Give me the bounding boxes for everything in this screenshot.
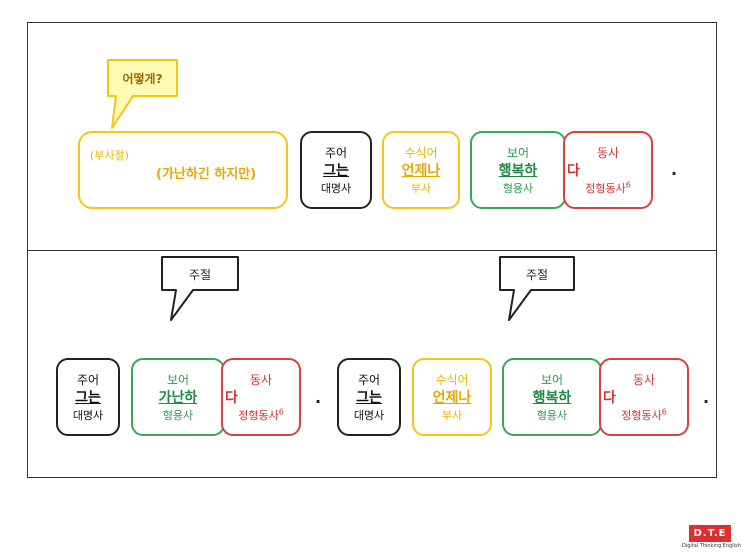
complement-word: 행복하 [532,390,572,406]
subject-word: 그는 [323,163,349,179]
verb-pos: 정형동사6 [238,407,284,422]
bottom-left-complement-box: 보어 가난하 형용사 [131,358,225,436]
callout-how-label: 어떻게? [122,72,163,86]
bottom-left-verb-box: 동사 다 정형동사6 [221,358,301,436]
subject-role: 주어 [357,373,381,387]
verb-word: 다 [603,390,616,406]
subject-pos: 대명사 [320,182,352,195]
subject-role: 주어 [76,373,100,387]
complement-pos: 형용사 [162,409,194,422]
adverbial-clause-tag: (부사절) [90,149,129,162]
verb-pos: 정형동사6 [621,407,667,422]
top-verb-box: 동사 다 정형동사6 [563,131,653,209]
verb-word: 다 [567,163,580,179]
bottom-left-period: . [315,388,322,407]
subject-pos: 대명사 [72,409,104,422]
modifier-role: 수식어 [435,373,469,387]
subject-word: 그는 [75,390,101,406]
bottom-panel [27,250,717,478]
bottom-right-complement-box: 보어 행복하 형용사 [502,358,602,436]
verb-pos: 정형동사6 [585,180,631,195]
modifier-pos: 부사 [410,182,432,195]
subject-pos: 대명사 [353,409,385,422]
top-complement-box: 보어 행복하 형용사 [470,131,566,209]
complement-role: 보어 [540,373,564,387]
logo-subtitle: Digital Thinking English [682,543,741,549]
modifier-role: 수식어 [404,146,438,160]
bottom-right-modifier-box: 수식어 언제나 부사 [412,358,492,436]
logo-mark: D.T.E [689,525,731,542]
verb-word: 다 [225,390,238,406]
callout-main-clause-right-bubble [499,256,575,321]
complement-word: 행복하 [498,163,538,179]
modifier-word: 언제나 [432,390,472,406]
complement-pos: 형용사 [536,409,568,422]
complement-role: 보어 [166,373,190,387]
complement-pos: 형용사 [502,182,534,195]
callout-main-clause-left-bubble [161,256,239,321]
verb-role: 동사 [632,373,656,387]
verb-role: 동사 [249,373,273,387]
adverbial-clause-box: (부사절) (가난하긴 하지만) [78,131,288,209]
bottom-right-subject-box: 주어 그는 대명사 [337,358,401,436]
adverbial-clause-text: (가난하긴 하지만) [156,167,257,182]
complement-role: 보어 [506,146,530,160]
callout-main-clause-left: 주절 [188,268,212,282]
subject-role: 주어 [324,146,348,160]
dte-logo: D.T.E Digital Thinking English [682,525,741,551]
subject-word: 그는 [356,390,382,406]
bottom-right-period: . [703,388,710,407]
complement-word: 가난하 [158,390,198,406]
bottom-right-verb-box: 동사 다 정형동사6 [599,358,689,436]
top-subject-box: 주어 그는 대명사 [300,131,372,209]
callout-main-clause-right: 주절 [525,268,549,282]
bottom-left-subject-box: 주어 그는 대명사 [56,358,120,436]
modifier-pos: 부사 [441,409,463,422]
verb-role: 동사 [596,146,620,160]
top-modifier-box: 수식어 언제나 부사 [382,131,460,209]
modifier-word: 언제나 [401,163,441,179]
top-period: . [671,160,678,179]
